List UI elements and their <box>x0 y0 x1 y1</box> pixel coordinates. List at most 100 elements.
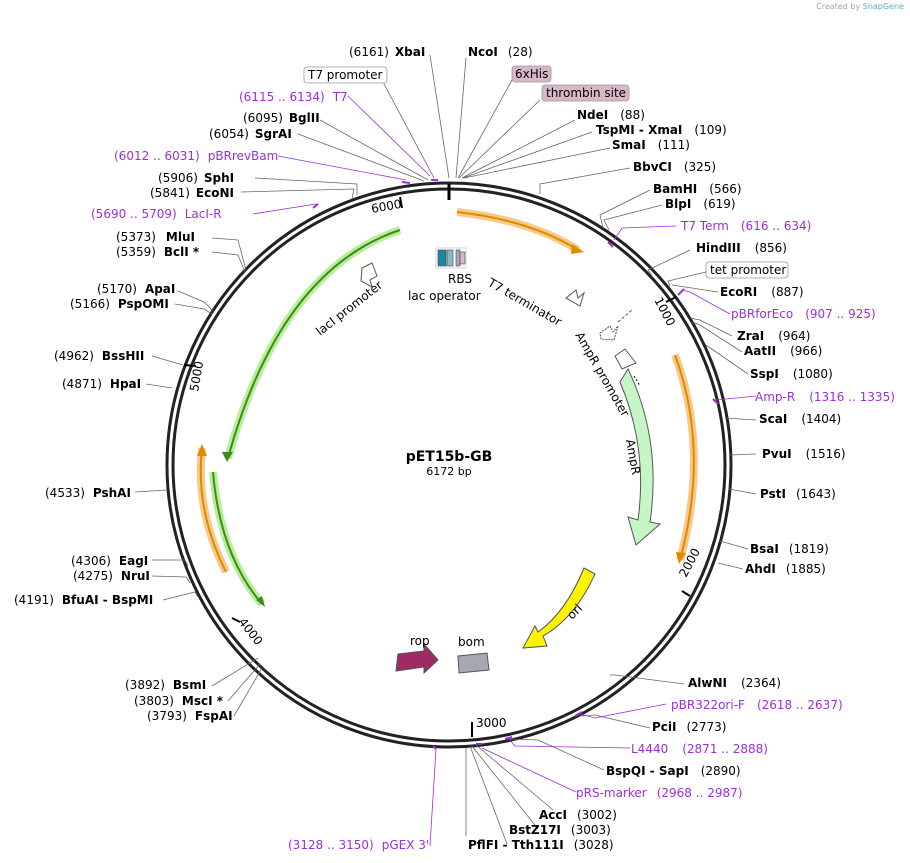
his-tag-box <box>511 65 552 83</box>
site-alwni: AlwNI(2364) <box>688 676 781 690</box>
site-pshai: (4533)PshAI <box>45 486 131 500</box>
site-bsai: BsaI(1819) <box>750 542 829 556</box>
rop-label: rop <box>410 634 430 648</box>
rbs-label: RBS <box>448 272 472 286</box>
laci-promoter-label: lacI promoter <box>313 278 385 339</box>
site-thrombin: thrombin site <box>546 86 626 100</box>
site-bsshii: (4962)BssHII <box>54 349 144 363</box>
rop-arrow <box>395 642 439 675</box>
site-eagi: (4306)EagI <box>71 554 148 568</box>
tick-1000 <box>665 296 677 303</box>
site-pcii: PciI(2773) <box>652 720 726 734</box>
site-pflfi: PflFI - Tth111I(3028) <box>468 838 614 852</box>
lac-operator-label: lac operator <box>408 289 481 303</box>
snapgene-credit: Created by SnapGene <box>816 2 904 11</box>
tag-box <box>459 251 466 265</box>
rbs-box <box>455 249 461 267</box>
site-bsmi: (3892)BsmI <box>125 678 206 692</box>
ampr-label: AmpR <box>623 438 643 476</box>
t7-terminator-label: T7 terminator <box>485 275 564 329</box>
orf-arc-right-core <box>674 354 695 561</box>
orf-arc-left-head <box>197 444 207 456</box>
backbone-outer <box>165 181 733 749</box>
primer-mark-laci-r <box>312 203 319 209</box>
site-pvui: PvuI(1516) <box>762 447 846 461</box>
site-t7prom: T7 promoter <box>307 68 383 82</box>
bom-box <box>457 652 490 674</box>
lac-operator-box <box>437 249 447 267</box>
site-bspqi: BspQI - SapI(2890) <box>606 764 741 778</box>
site-pbrforeco: pBRforEco(907 .. 925) <box>731 307 876 321</box>
site-ampr-primer: Amp-R(1316 .. 1335) <box>755 390 895 404</box>
site-pgex3: (3128 .. 3150)pGEX 3' <box>288 838 429 852</box>
site-ecori: EcoRI(887) <box>720 285 804 299</box>
credit-brand: SnapGene <box>862 2 904 11</box>
site-apai: (5170)ApaI <box>97 282 175 296</box>
primer-mark-pgex3 <box>432 745 437 750</box>
plasmid-name: pET15b-GB <box>406 449 493 465</box>
site-ncoi: NcoI(28) <box>468 45 533 59</box>
t7-terminator-arrow <box>565 289 585 307</box>
ampr-arrow <box>619 367 662 546</box>
tick-5000 <box>183 364 197 367</box>
site-ahdi: AhdI(1885) <box>745 562 826 576</box>
ampr-promoter-dash <box>617 309 633 323</box>
ori-arrow <box>522 567 596 649</box>
plasmid-size: 6172 bp <box>426 465 471 478</box>
site-econi: (5841)EcoNI <box>150 186 234 200</box>
site-bbvci: BbvCI(325) <box>633 160 716 174</box>
orf-arc-top-core <box>456 211 579 251</box>
laci-arc-upper-head <box>222 452 233 462</box>
site-bamhi: BamHI(566) <box>653 182 742 196</box>
bom-label: bom <box>458 635 485 649</box>
credit-text: Created by <box>816 2 861 11</box>
tet-promoter-box <box>705 261 789 279</box>
orf-arc-top-head <box>571 244 584 254</box>
tick-6000 <box>399 196 403 209</box>
site-bcli: (5359)BclI * <box>116 245 200 259</box>
primer-leaders <box>252 95 757 847</box>
tick-label-3000: 3000 <box>476 716 507 730</box>
site-aatii: AatII(966) <box>744 344 822 358</box>
laci-arc-lower-head <box>256 596 265 607</box>
site-scai: ScaI(1404) <box>759 412 841 426</box>
site-t7primer: (6115 .. 6134)T7 <box>239 90 348 104</box>
orf-arc-left-core <box>199 447 227 573</box>
site-fspai: (3793)FspAI <box>147 709 233 723</box>
site-bglii: (6095)BglII <box>243 111 320 125</box>
orf-arc-right-head <box>676 552 686 564</box>
laci-arc-upper <box>224 226 402 460</box>
ampr-promoter-label: AmpR promoter <box>572 330 632 420</box>
site-tspmi: TspMI - XmaI(109) <box>596 123 727 137</box>
tick-label-1000: 1000 <box>651 295 678 329</box>
laci-arc-lower <box>209 471 266 607</box>
site-pspomi: (5166)PspOMI <box>70 297 169 311</box>
site-sgrai: (6054)SgrAI <box>209 127 292 141</box>
tick-marks <box>183 196 691 737</box>
site-blpi: BlpI(619) <box>665 197 736 211</box>
site-zrai: ZraI(964) <box>737 329 810 343</box>
site-lacir: (5690 .. 5709)LacI-R <box>91 207 222 221</box>
primer-mark-t7term <box>607 241 614 248</box>
site-tetprom: tet promoter <box>710 263 786 277</box>
site-t7term: T7 Term(616 .. 634) <box>680 219 811 233</box>
lac-operator-box-2 <box>446 249 454 267</box>
laci-promoter-arrow <box>360 262 378 289</box>
site-labels: (6161)XbaI NcoI(28) 6xHis thrombin site … <box>14 45 895 852</box>
site-sphi: (5906)SphI <box>158 171 234 185</box>
promoter-box <box>435 247 467 269</box>
ampr-arrow-dash <box>633 375 641 387</box>
laci-arc-lower-core <box>212 471 263 605</box>
site-nrui: (4275)NruI <box>73 569 150 583</box>
leader-lines <box>134 54 757 845</box>
site-msci: (3803)MscI * <box>134 694 224 708</box>
site-hindiii: HindIII(856) <box>696 241 787 255</box>
site-xbai: (6161)XbaI <box>349 45 425 59</box>
site-mlui: (5373)MluI <box>116 230 195 244</box>
site-bstz17i: BstZ17I(3003) <box>509 823 611 837</box>
tick-4000 <box>231 617 241 623</box>
ampr-arrow-small <box>614 348 637 370</box>
orf-arc-top <box>456 208 581 254</box>
tick-2000 <box>681 590 691 597</box>
